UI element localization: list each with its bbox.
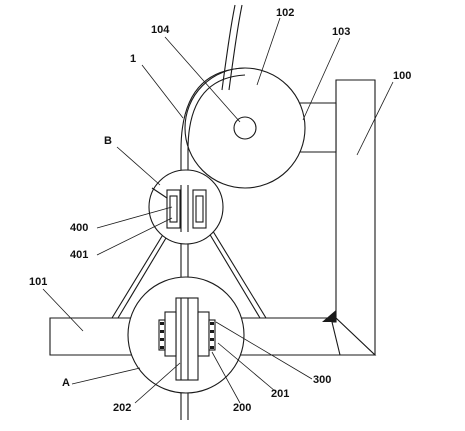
clamp-hub (175, 297, 199, 381)
detail-circle-a (127, 276, 245, 394)
label-101: 101 (29, 276, 47, 288)
label-100: 100 (393, 70, 411, 82)
cable (180, 4, 246, 420)
label-104: 104 (151, 24, 170, 36)
label-a: A (62, 377, 70, 389)
label-400: 400 (70, 222, 88, 234)
reference-labels: 1 104 102 103 100 B 400 401 101 A 202 20… (29, 7, 411, 414)
leader-lines (42, 17, 394, 404)
label-401: 401 (70, 249, 88, 261)
detail-circle-b (148, 169, 224, 245)
support-legs (111, 227, 267, 319)
label-200: 200 (233, 402, 251, 414)
label-300: 300 (313, 374, 331, 386)
label-102: 102 (276, 7, 294, 19)
label-1: 1 (130, 53, 136, 65)
label-b: B (104, 135, 112, 147)
label-103: 103 (332, 26, 350, 38)
pulley-wheel (184, 67, 306, 189)
label-201: 201 (271, 388, 289, 400)
label-202: 202 (113, 402, 131, 414)
pulley-axle (233, 116, 257, 140)
